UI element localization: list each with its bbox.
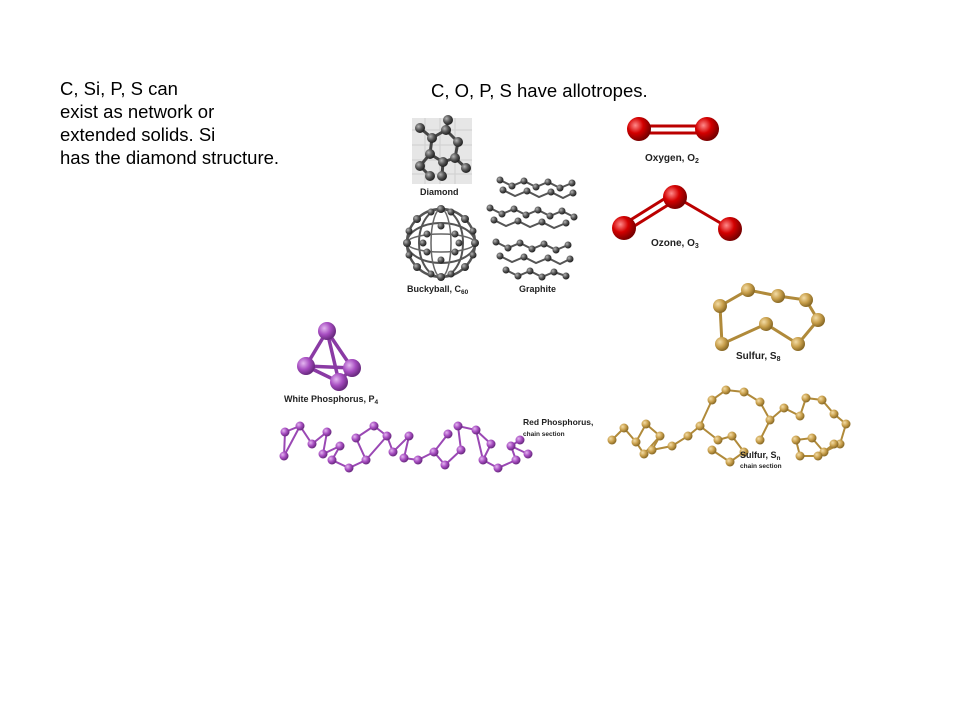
diamond-structure: Diamond	[412, 115, 472, 197]
left-text-line: exist as network or	[60, 101, 215, 122]
white-phosphorus-molecule: White Phosphorus, P4	[284, 322, 379, 406]
graphite-structure: Graphite	[486, 176, 578, 294]
white-phosphorus-label: White Phosphorus, P4	[284, 394, 379, 406]
red-phosphorus-label: Red Phosphorus,	[523, 417, 593, 427]
oxygen-molecule: Oxygen, O2	[627, 117, 719, 165]
left-text-line: extended solids. Si	[60, 124, 216, 145]
sulfur-s8-molecule: Sulfur, S8	[713, 283, 825, 363]
ozone-molecule: Ozone, O3	[612, 185, 742, 250]
sulfur-s8-label: Sulfur, S8	[736, 351, 781, 363]
diamond-label: Diamond	[420, 187, 459, 197]
sulfur-chain-sublabel: chain section	[740, 463, 782, 470]
left-text-line: has the diamond structure.	[60, 147, 280, 168]
allotropes-heading: C, O, P, S have allotropes.	[431, 80, 648, 101]
buckyball-structure: Buckyball, C60	[403, 205, 479, 296]
sulfur-chain-label: Sulfur, Sn	[740, 450, 781, 462]
ozone-label: Ozone, O3	[651, 238, 699, 250]
graphite-label: Graphite	[519, 284, 556, 294]
red-phosphorus-sublabel: chain section	[523, 431, 565, 438]
oxygen-label: Oxygen, O2	[645, 153, 699, 165]
left-text-line: C, Si, P, S can	[60, 78, 178, 99]
red-phosphorus-chain: Red Phosphorus, chain section	[279, 417, 593, 473]
sulfur-chain: Sulfur, Sn chain section	[607, 385, 851, 470]
left-text-block: C, Si, P, S can exist as network or exte…	[60, 77, 279, 169]
buckyball-label: Buckyball, C60	[407, 284, 469, 296]
